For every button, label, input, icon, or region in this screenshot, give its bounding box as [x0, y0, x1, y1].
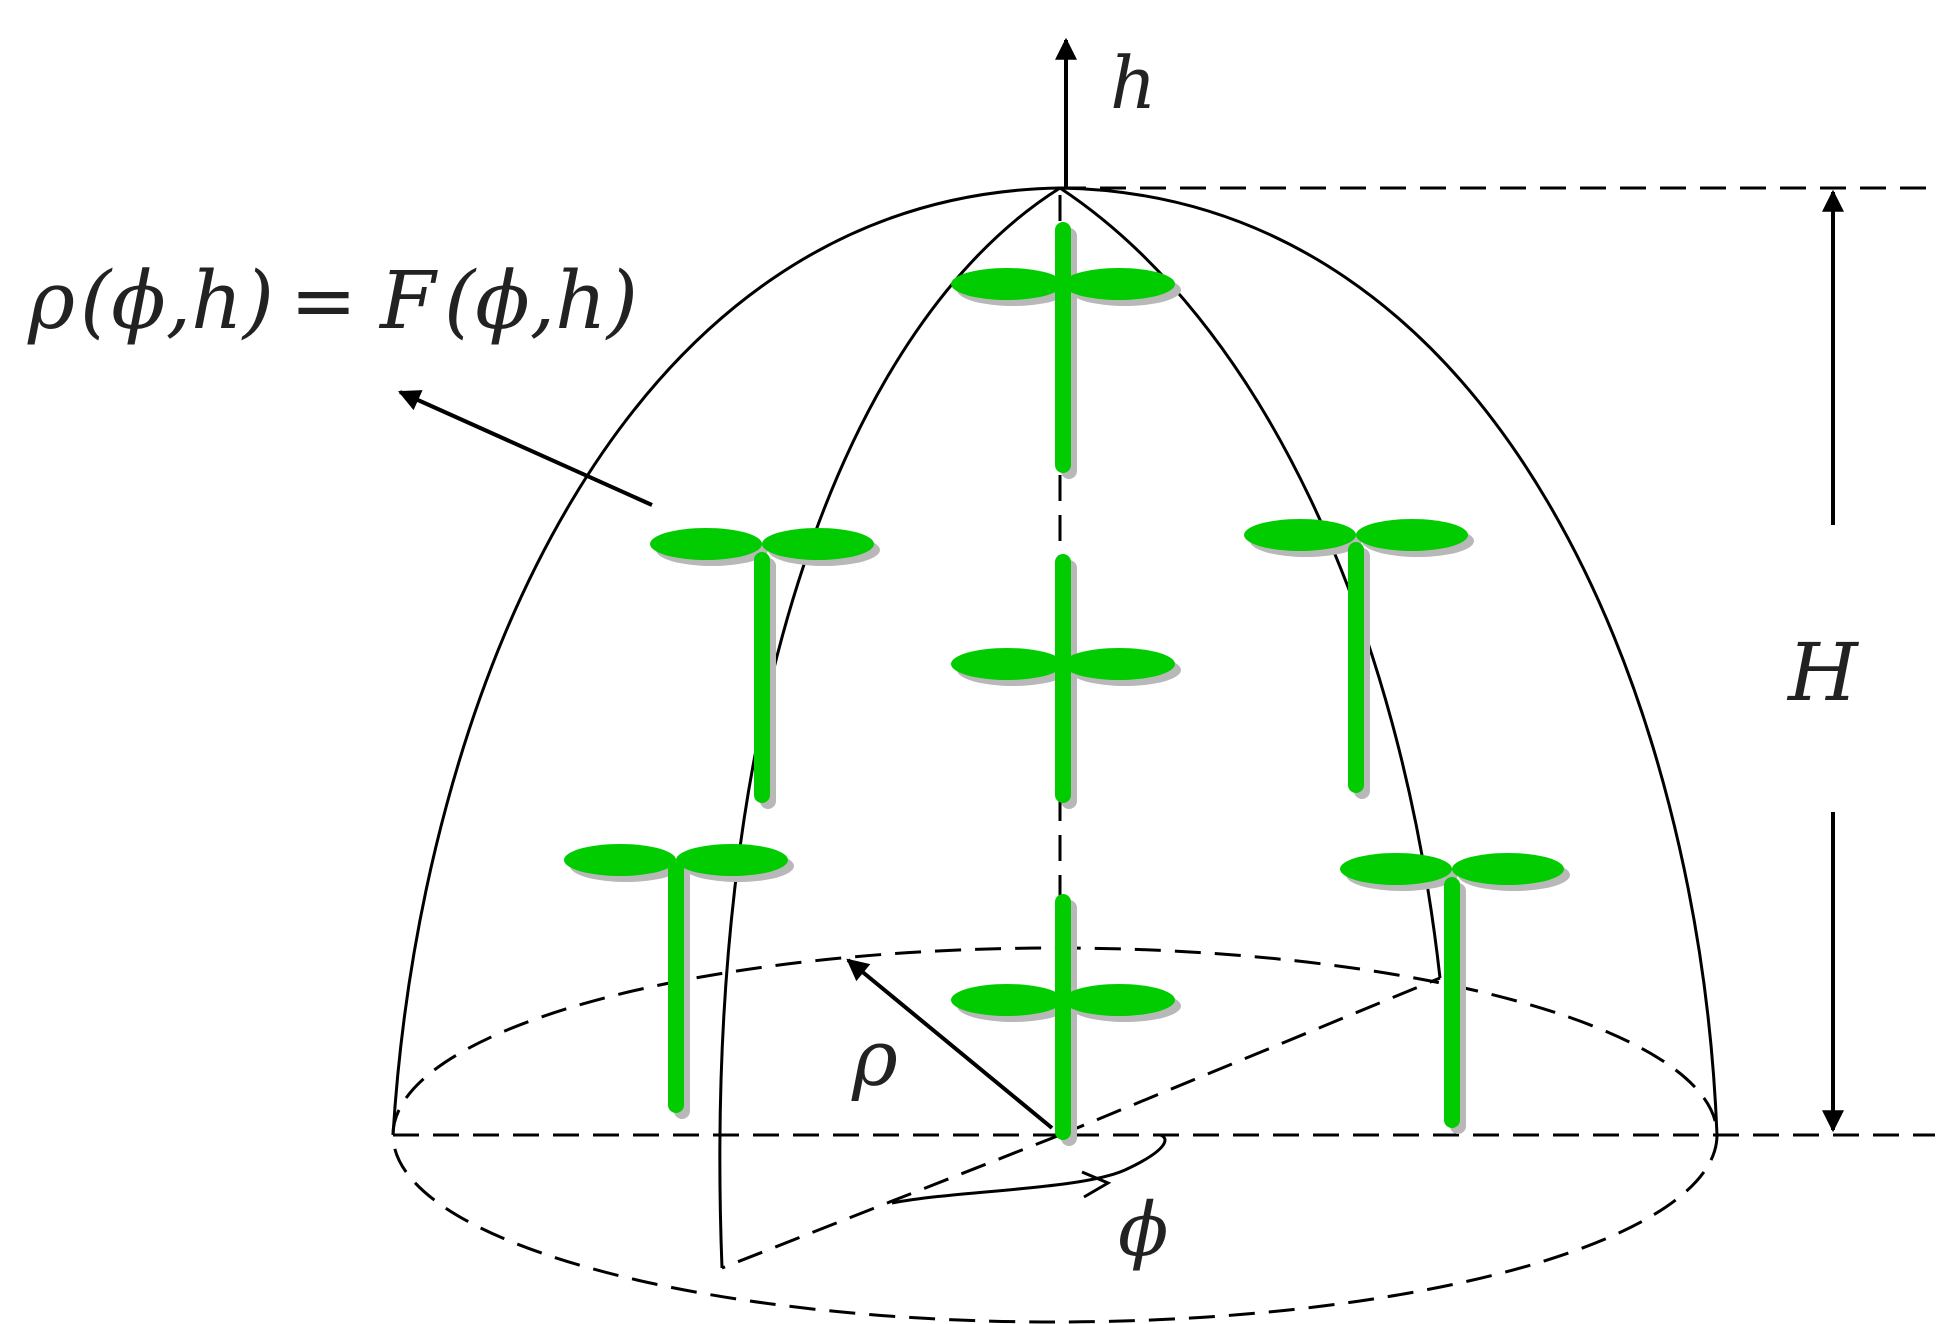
plant-leaf-left [951, 268, 1063, 300]
formula-rhs-args: (ϕ,h) [444, 254, 638, 347]
formula-equals: = [290, 254, 357, 347]
plant-leaf-right [1063, 268, 1175, 300]
plant-leaf-left [564, 844, 676, 876]
plant-3 [951, 894, 1181, 1146]
formula-rhs-F: F [378, 254, 438, 347]
plant-leaf-left [951, 984, 1063, 1016]
plant-leaf-left [951, 648, 1063, 680]
surface-formula: ρ (ϕ,h) = F (ϕ,h) [27, 254, 638, 347]
rho-label: ρ [851, 1014, 898, 1104]
formula-pointer-arrow [397, 390, 653, 507]
plant-leaf-right [762, 528, 874, 560]
plant-1 [951, 222, 1181, 479]
h-axis-label: h [1110, 41, 1156, 125]
plant-group [564, 222, 1570, 1146]
plant-leaf-right [1063, 984, 1175, 1016]
plant-leaf-right [1356, 519, 1468, 551]
plant-leaf-left [650, 528, 762, 560]
formula-lhs-rho: ρ [27, 254, 75, 347]
H-dimension-label: H [1786, 626, 1860, 719]
plant-leaf-right [1063, 648, 1175, 680]
formula-lhs-args: (ϕ,h) [80, 254, 274, 347]
rho-radius-arrow [846, 958, 1054, 1130]
plant-leaf-right [1452, 853, 1564, 885]
plant-6 [564, 844, 794, 1119]
right-meridian [1059, 186, 1442, 979]
phi-angle-arrowhead [1081, 1170, 1112, 1199]
phi-label: ϕ [1118, 1187, 1168, 1273]
plant-leaf-left [1340, 853, 1452, 885]
plant-leaf-right [676, 844, 788, 876]
plant-2 [951, 554, 1181, 809]
plant-5 [1244, 519, 1474, 799]
radial-line-right [1059, 976, 1441, 1137]
plant-leaf-left [1244, 519, 1356, 551]
radial-line-front [721, 1133, 1061, 1270]
plant-4 [650, 528, 880, 809]
plant-7 [1340, 853, 1570, 1134]
